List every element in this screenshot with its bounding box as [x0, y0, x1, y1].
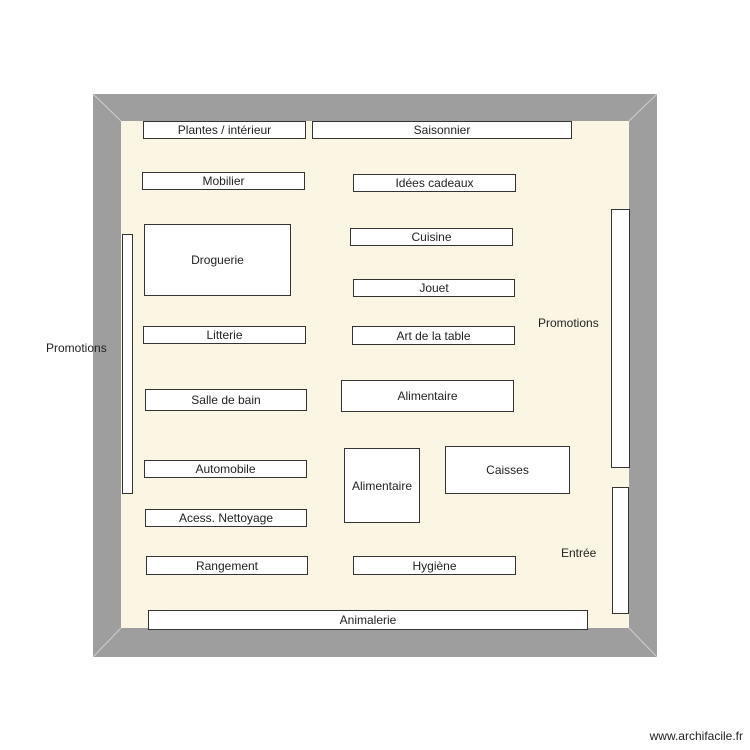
shelf-jouet[interactable]: Jouet — [353, 279, 515, 297]
shelf-cuisine[interactable]: Cuisine — [350, 228, 513, 246]
shelf-caisses-label: Caisses — [486, 463, 529, 477]
label-promotions-right: Promotions — [538, 316, 599, 330]
shelf-alimentaire-1-label: Alimentaire — [397, 389, 458, 403]
shelf-alimentaire-2-label: Alimentaire — [351, 478, 413, 493]
shelf-hygiene-label: Hygiène — [412, 558, 457, 573]
shelf-litterie-label: Litterie — [206, 328, 243, 342]
shelf-plantes[interactable]: Plantes / intérieur — [143, 121, 306, 139]
shelf-art-table[interactable]: Art de la table — [352, 326, 515, 345]
label-entree: Entrée — [561, 546, 597, 560]
shelf-droguerie-label: Droguerie — [191, 253, 244, 267]
shelf-nettoyage-label: Acess. Nettoyage — [178, 511, 274, 525]
shelf-mobilier[interactable]: Mobilier — [142, 172, 305, 190]
shelf-rangement[interactable]: Rangement — [146, 556, 308, 575]
shelf-caisses[interactable]: Caisses — [445, 446, 570, 494]
shelf-alimentaire-1[interactable]: Alimentaire — [341, 380, 514, 412]
shelf-promotions-left[interactable] — [122, 234, 133, 494]
shelf-hygiene[interactable]: Hygiène — [353, 556, 516, 575]
shelf-alimentaire-2[interactable]: Alimentaire — [344, 448, 420, 523]
shelf-nettoyage[interactable]: Acess. Nettoyage — [145, 509, 307, 527]
shelf-litterie[interactable]: Litterie — [143, 326, 306, 344]
shelf-automobile-label: Automobile — [195, 462, 256, 476]
shelf-automobile[interactable]: Automobile — [144, 460, 307, 478]
store-floor — [121, 121, 629, 628]
shelf-plantes-label: Plantes / intérieur — [177, 123, 272, 137]
shelf-rangement-label: Rangement — [195, 558, 259, 573]
footer-credit: www.archifacile.fr — [649, 729, 743, 743]
shelf-animalerie[interactable]: Animalerie — [148, 610, 588, 630]
shelf-art-table-label: Art de la table — [396, 328, 471, 343]
shelf-droguerie[interactable]: Droguerie — [144, 224, 291, 296]
shelf-cuisine-label: Cuisine — [411, 230, 452, 244]
shelf-promotions-right[interactable] — [611, 209, 630, 468]
shelf-saisonnier[interactable]: Saisonnier — [312, 121, 572, 139]
shelf-mobilier-label: Mobilier — [202, 174, 245, 188]
shelf-idees-cadeaux-label: Idées cadeaux — [395, 176, 474, 190]
shelf-animalerie-label: Animalerie — [339, 613, 397, 627]
shelf-entree[interactable] — [612, 487, 629, 614]
shelf-jouet-label: Jouet — [419, 281, 449, 295]
shelf-salle-bain[interactable]: Salle de bain — [145, 389, 307, 411]
label-promotions-left: Promotions — [46, 341, 107, 355]
shelf-salle-bain-label: Salle de bain — [191, 393, 261, 407]
shelf-saisonnier-label: Saisonnier — [413, 123, 471, 137]
shelf-idees-cadeaux[interactable]: Idées cadeaux — [353, 174, 516, 192]
